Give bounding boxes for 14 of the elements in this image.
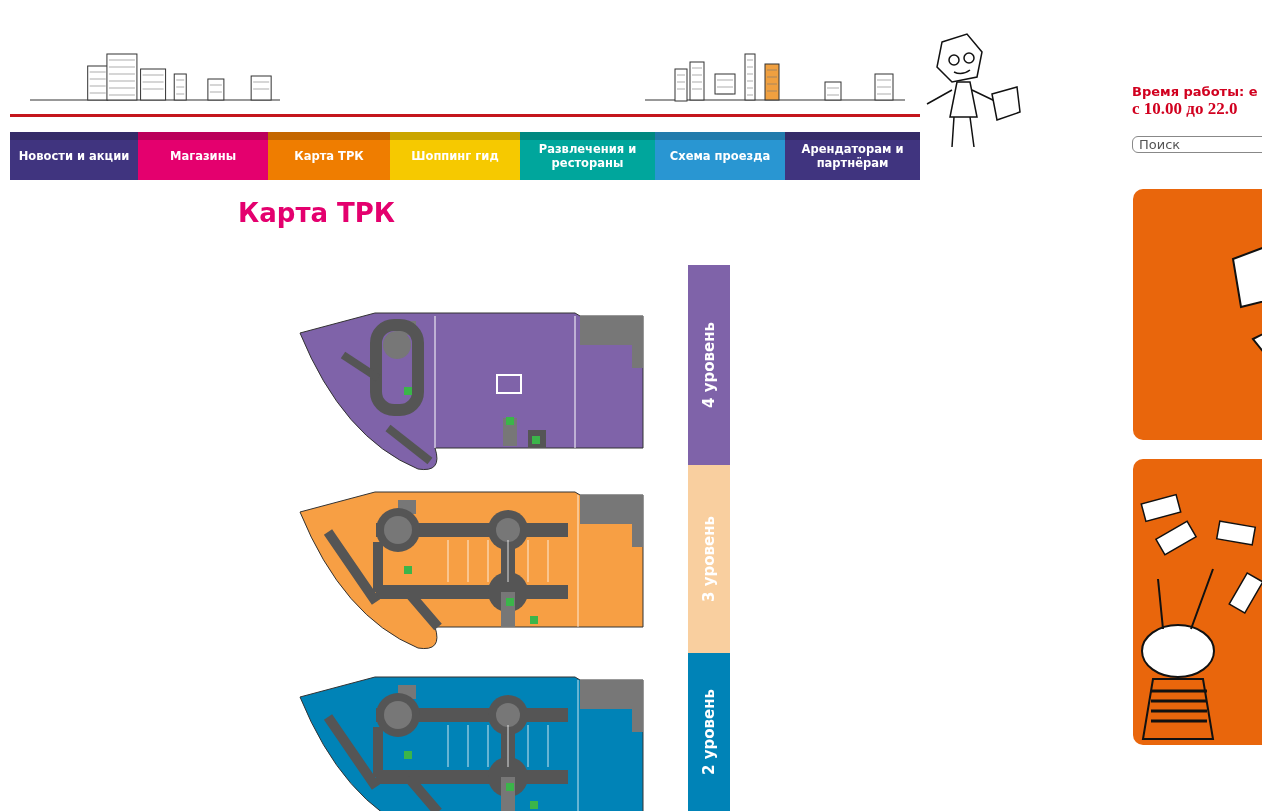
menu-tab: Магазины — [138, 132, 268, 180]
menu-tab: Развлечения и рестораны — [520, 132, 655, 180]
page-title: Карта ТРК — [238, 198, 396, 228]
menu-tab: Карта ТРК — [268, 132, 390, 180]
opening-hours-text: с 10.00 до 22.0 — [1132, 99, 1238, 119]
level-tab: 4 уровень — [688, 265, 730, 465]
search-field: Поиск — [1132, 136, 1262, 153]
level-tab: 3 уровень — [688, 465, 730, 653]
menu-tab: Схема проезда — [655, 132, 785, 180]
menu-tab: Шоппинг гид — [390, 132, 520, 180]
level-tab: 2 уровень — [688, 653, 730, 811]
menu-tab: Новости и акции — [10, 132, 138, 180]
opening-hours-text: Время работы: е — [1132, 84, 1258, 99]
menu-tab: Арендаторам и партнёрам — [785, 132, 920, 180]
